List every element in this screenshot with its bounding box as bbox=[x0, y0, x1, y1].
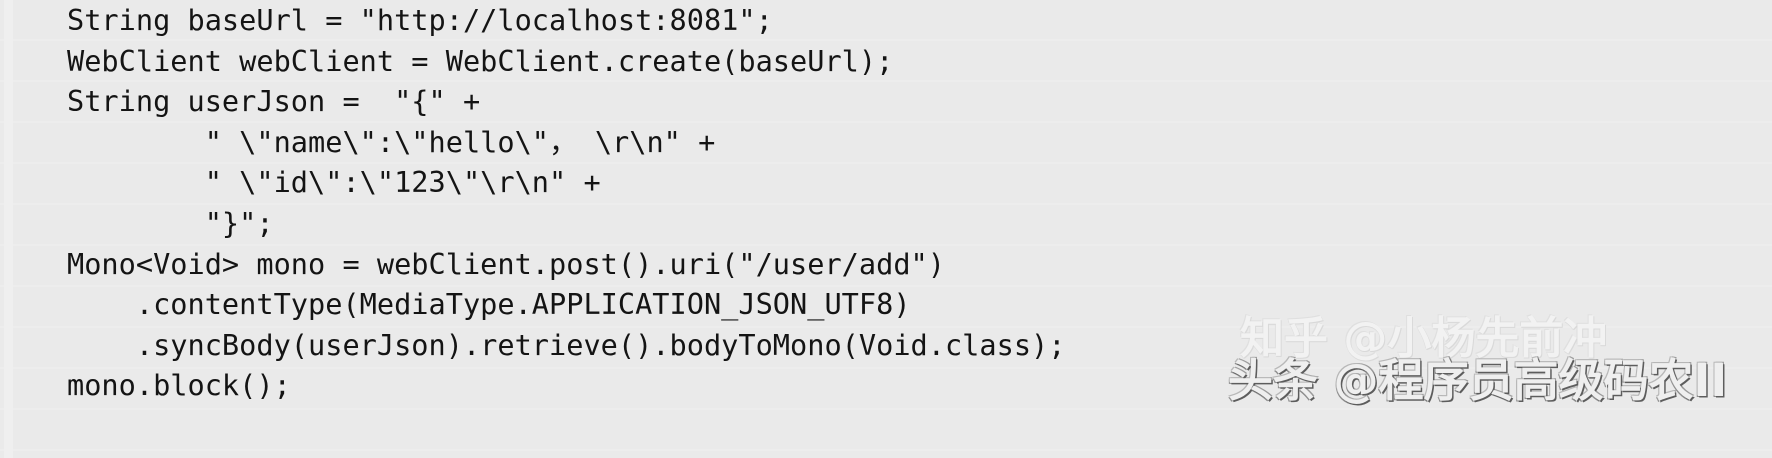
code-line: " \"id\":\"123\"\r\n" + bbox=[67, 165, 601, 200]
code-line: mono.block(); bbox=[67, 368, 291, 403]
code-line: WebClient webClient = WebClient.create(b… bbox=[67, 43, 894, 78]
zhihu-watermark: 知乎 @小杨先前冲 bbox=[1240, 313, 1608, 364]
code-line: String userJson = "{" + bbox=[67, 84, 481, 119]
left-gutter-band bbox=[4, 0, 13, 458]
code-block: String baseUrl = "http://localhost:8081"… bbox=[67, 0, 1065, 406]
code-content: String baseUrl = "http://localhost:8081"… bbox=[67, 0, 1065, 406]
code-line: "}"; bbox=[67, 205, 274, 240]
code-line: .contentType(MediaType.APPLICATION_JSON_… bbox=[67, 287, 911, 322]
code-line: Mono<Void> mono = webClient.post().uri("… bbox=[67, 246, 945, 281]
code-line: .syncBody(userJson).retrieve().bodyToMon… bbox=[67, 327, 1066, 362]
code-line: String baseUrl = "http://localhost:8081"… bbox=[67, 3, 773, 37]
toutiao-watermark: 头条 @程序员高级码农II bbox=[1228, 354, 1728, 407]
code-line: " \"name\":\"hello\"， \r\n" + bbox=[67, 124, 716, 159]
